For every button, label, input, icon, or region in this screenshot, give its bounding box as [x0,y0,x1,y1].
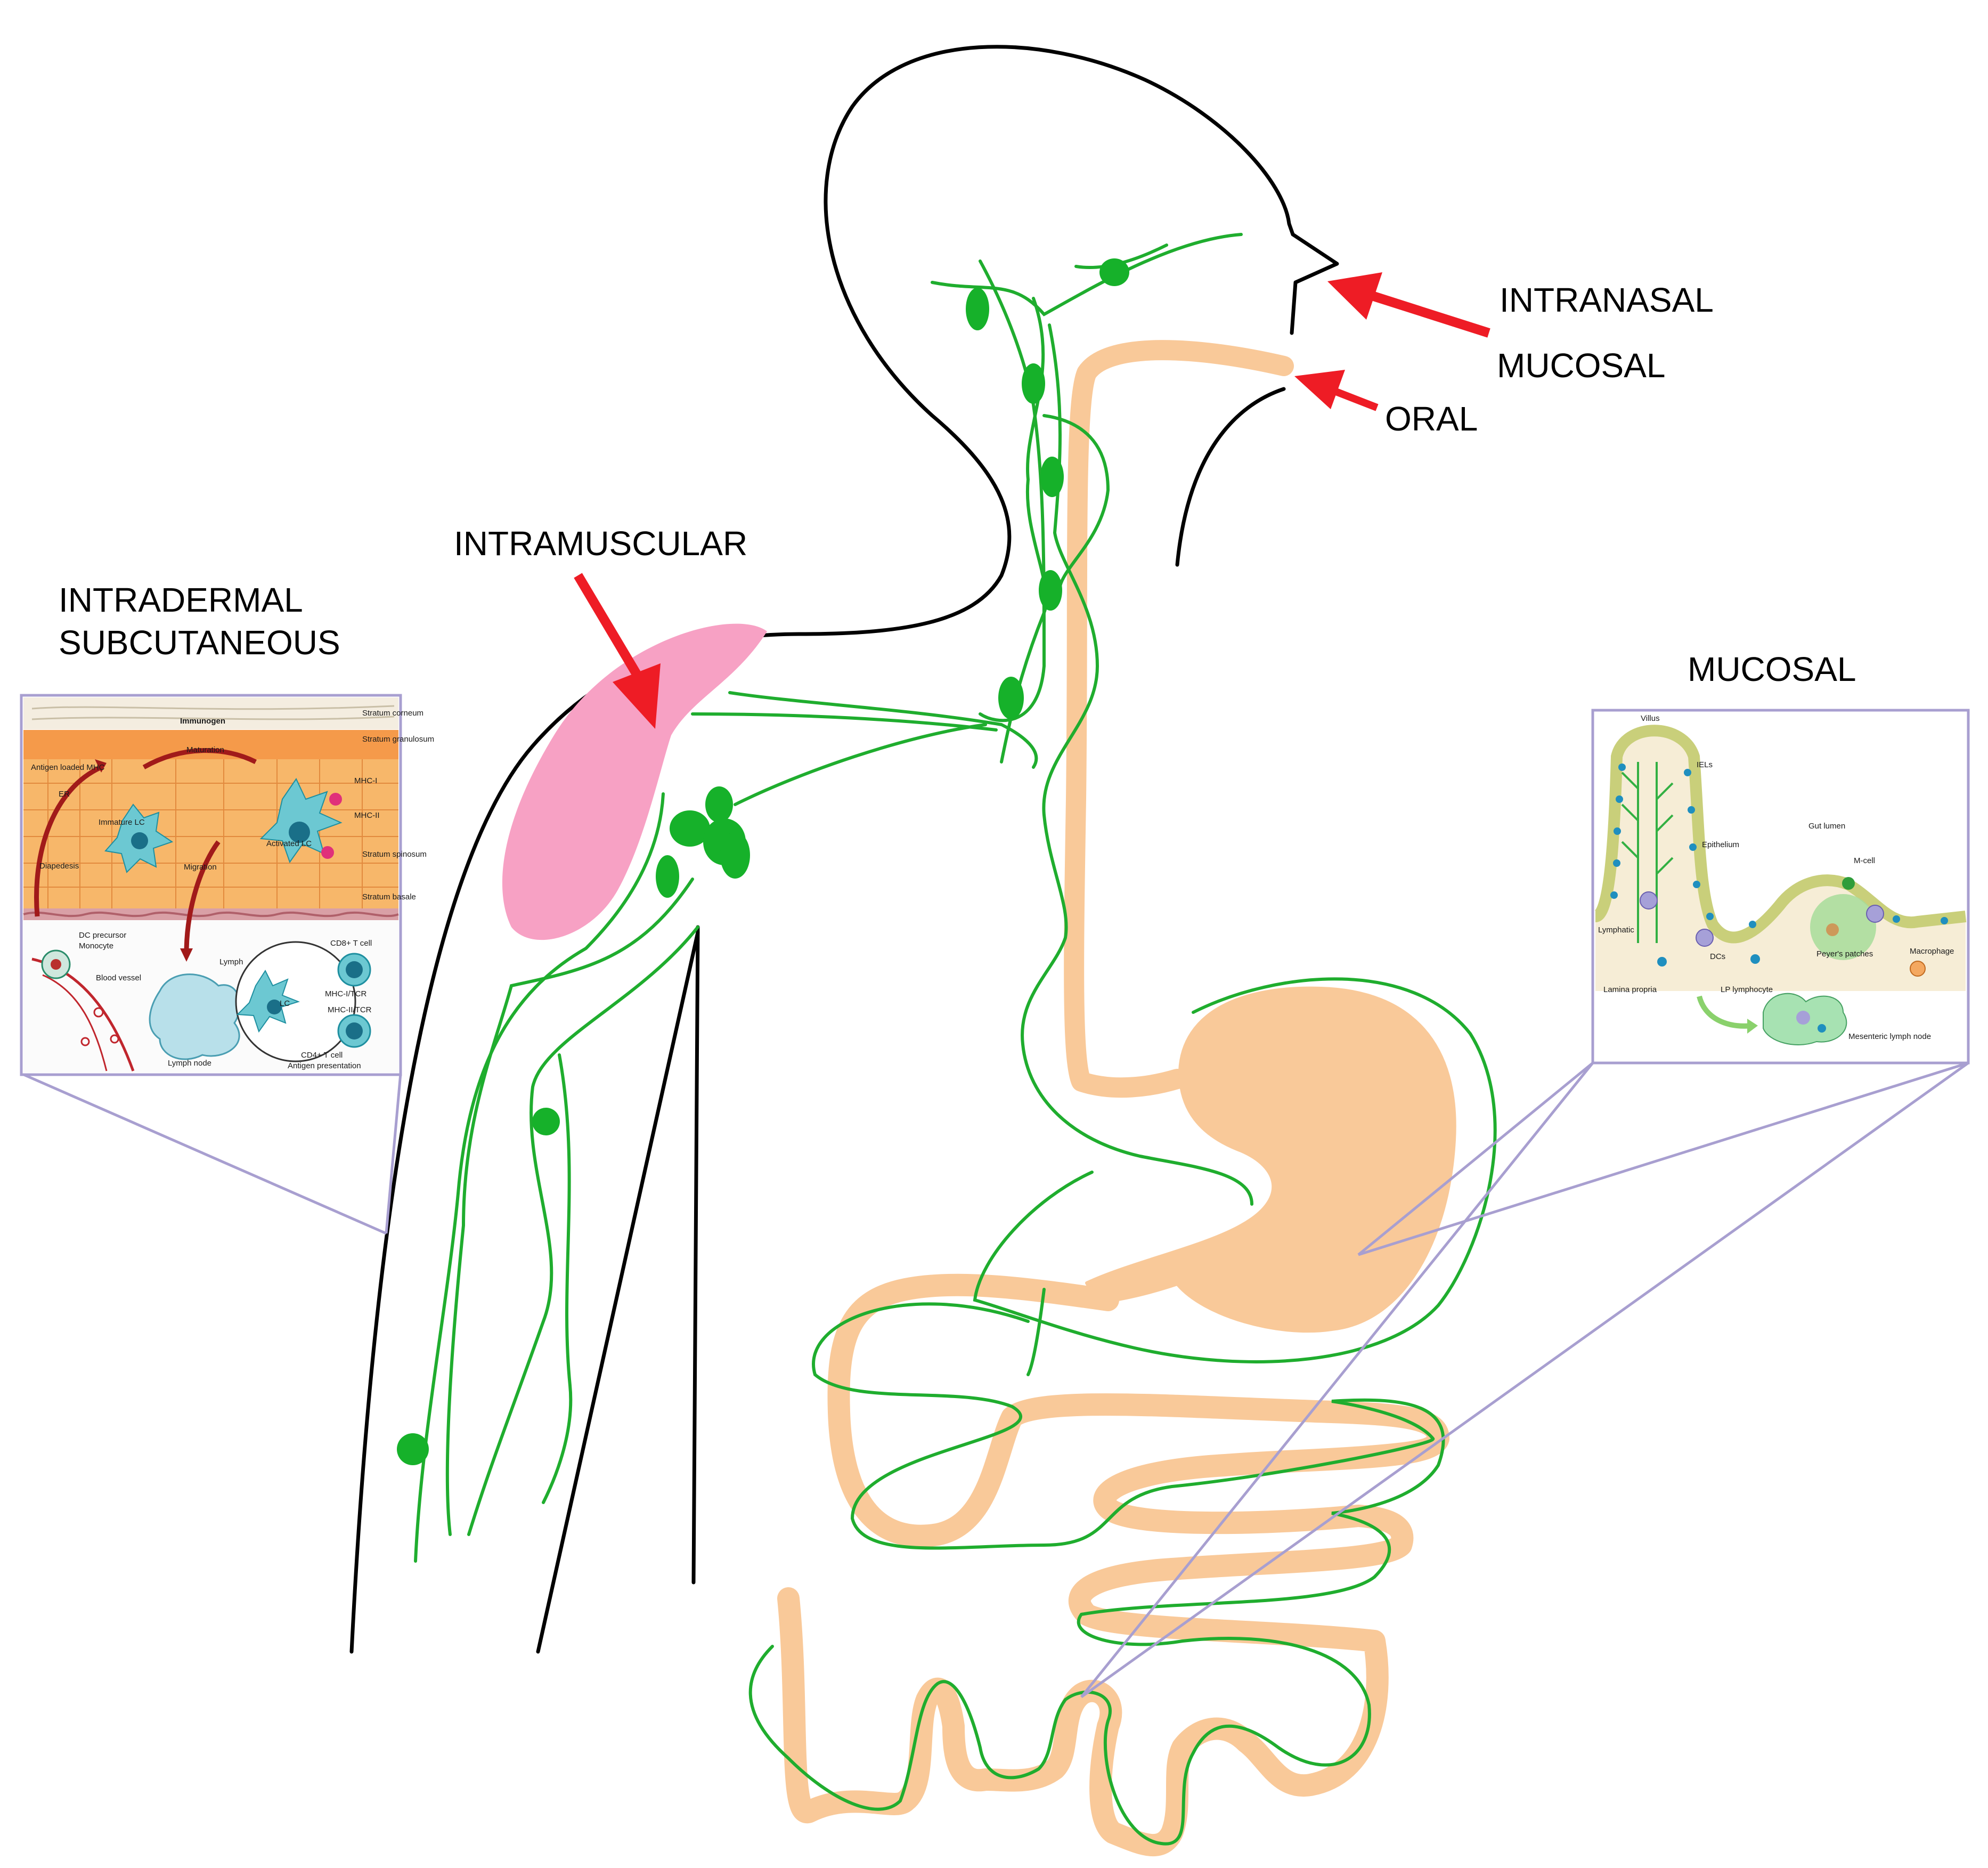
skin-label: Stratum corneum [362,709,423,718]
skin-label: MHC-I [354,776,377,785]
nose-outline [1290,232,1339,335]
gut-label: Epithelium [1702,840,1739,849]
gut-label: IELs [1697,760,1713,769]
skin-label: DC precursor [79,931,126,940]
callout-line [20,1072,387,1235]
lymph-node [656,855,679,898]
label-mucosal-right: MUCOSAL [1688,650,1856,688]
lymph-vessel [1042,414,1110,588]
skin-label: Antigen presentation [288,1061,361,1070]
skin-label: Maturation [186,745,224,754]
skin-label: Stratum granulosum [362,735,434,744]
callout-line [1357,1062,1594,1256]
lymph-node [397,1433,429,1465]
lymph-vessel [1021,323,1253,1206]
oral-arrow [1294,370,1379,411]
intranasal-arrow [1327,272,1490,338]
body-outline [349,45,1339,1654]
skin-label: Immature LC [99,818,145,827]
large-intestine [777,1273,1449,1857]
lymph-vessel [445,878,694,1536]
esophagus [1064,340,1294,1098]
lymph-node [998,677,1024,719]
gut-label: Lymphatic [1598,925,1634,935]
skin-label: MHC-II/TCR [328,1005,372,1014]
digestive-tract [777,340,1456,1857]
skin-label: Diapedesis [39,862,79,871]
lymph-node [532,1108,560,1135]
skin-label: ER [59,790,70,799]
label-intramuscular: INTRAMUSCULAR [454,524,747,563]
callout-lines [20,1061,1969,1699]
lymphatic-system [414,233,1497,1846]
callout-line [1080,1061,1969,1699]
lymph-node [1039,570,1062,611]
lymph-vessel [542,1053,573,1504]
gut-label: Mesenteric lymph node [1848,1032,1931,1041]
skin-label: Monocyte [79,941,113,951]
lymph-vessel [467,925,699,1536]
callout-line [1358,1061,1969,1256]
stomach [1085,986,1456,1333]
skin-label: CD8+ T cell [330,939,372,948]
gut-label: DCs [1710,952,1725,961]
callout-line [1080,1062,1594,1698]
skin-label: Blood vessel [96,973,141,982]
torso-line-right [691,925,700,1585]
lymph-node [670,810,710,847]
label-intranasal: INTRANASAL [1500,281,1714,319]
lymph-vessel [748,1302,1445,1846]
skin-label: Antigen loaded MHC [31,763,105,772]
gut-label: Villus [1641,714,1660,723]
lymph-node [1099,258,1129,286]
route-arrows [574,272,1490,729]
gut-inset: Villus IELs Gut lumen Epithelium M-cell … [1591,709,1970,1065]
lymph-vessel [931,233,1243,316]
skin-label: Migration [184,863,217,872]
lymph-node [720,832,750,879]
lymph-vessel [979,259,1046,722]
skin-label: MHC-I/TCR [325,989,366,998]
lymph-node [966,288,989,330]
skin-label: MHC-II [354,811,380,820]
lymph-vessel [414,792,665,1563]
gut-label: M-cell [1854,856,1875,865]
lymph-vessel [728,691,1038,769]
lymph-vessel [1026,1288,1046,1376]
lymph-nodes [397,258,1129,1465]
head-back-outline [349,45,1295,1654]
label-mucosal-top: MUCOSAL [1497,346,1666,385]
lymph-node [1022,363,1045,404]
lymph-vessel [1074,243,1168,269]
gut-label: LP lymphocyte [1721,985,1773,994]
skin-label: Lymph [219,957,243,967]
lymph-vessel [734,723,987,806]
gut-label: Peyer's patches [1816,949,1873,959]
gut-label: Lamina propria [1603,985,1657,994]
torso-line-left [536,930,700,1654]
skin-inset: Immunogen Stratum corneum Maturation Str… [20,694,434,1076]
chin-outline [1175,387,1286,567]
lymph-vessel [691,712,998,732]
callout-line [385,1073,402,1234]
skin-label: Lymph node [168,1059,211,1068]
skin-label: Activated LC [266,839,312,848]
skin-label: Stratum spinosum [362,850,427,859]
lymph-node [705,786,733,823]
gut-label: Macrophage [1910,947,1954,956]
label-oral: ORAL [1385,400,1478,438]
skin-label: Stratum basale [362,892,416,901]
skin-label: LC [280,999,290,1008]
gut-label: Gut lumen [1808,822,1845,831]
label-intradermal: INTRADERMAL [59,581,303,619]
intramuscular-arrow [574,573,661,729]
lymph-node [1040,457,1064,497]
label-subcutaneous: SUBCUTANEOUS [59,623,340,662]
lymph-vessel [973,977,1497,1363]
deltoid-muscle [502,623,767,940]
skin-label: Immunogen [180,717,225,726]
skin-label: CD4+ T cell [301,1051,343,1060]
